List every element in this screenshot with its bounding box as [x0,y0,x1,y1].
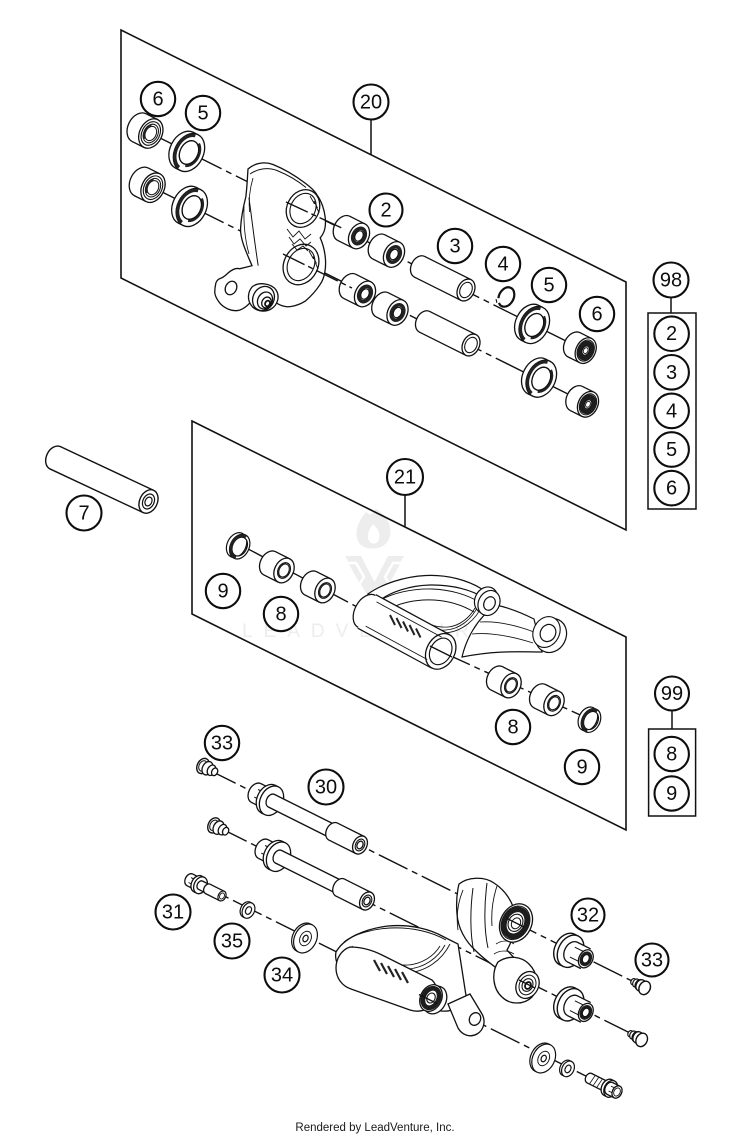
svg-text:5: 5 [666,439,677,461]
svg-text:5: 5 [543,275,554,297]
svg-text:3: 3 [666,362,677,384]
svg-text:6: 6 [666,478,677,500]
svg-text:30: 30 [315,777,337,799]
svg-text:32: 32 [577,905,599,927]
svg-text:8: 8 [507,717,518,739]
svg-text:98: 98 [660,270,682,292]
svg-text:5: 5 [197,103,208,125]
svg-text:9: 9 [576,757,587,779]
svg-text:7: 7 [78,503,89,525]
svg-text:35: 35 [221,931,243,953]
svg-text:33: 33 [641,950,663,972]
svg-text:9: 9 [666,783,677,805]
svg-text:3: 3 [449,236,460,258]
svg-text:34: 34 [271,965,293,987]
svg-text:2: 2 [666,323,677,345]
svg-text:4: 4 [497,254,508,276]
svg-text:Rendered by LeadVenture, Inc.: Rendered by LeadVenture, Inc. [295,1122,454,1134]
svg-text:6: 6 [591,304,602,326]
svg-text:31: 31 [162,902,184,924]
svg-text:2: 2 [380,200,391,222]
svg-text:6: 6 [152,89,163,111]
svg-text:8: 8 [666,744,677,766]
svg-text:20: 20 [360,92,382,114]
svg-text:33: 33 [211,733,233,755]
svg-text:4: 4 [666,400,677,422]
svg-text:9: 9 [217,581,228,603]
svg-text:8: 8 [275,604,286,626]
svg-text:21: 21 [394,467,416,489]
svg-text:99: 99 [661,683,683,705]
